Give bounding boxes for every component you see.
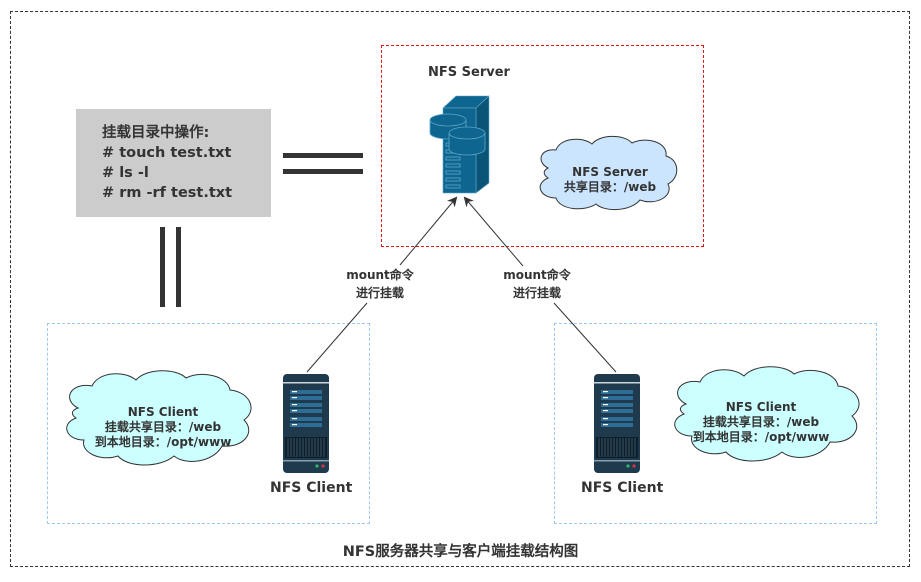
outer-frame (10, 11, 910, 567)
mount-label-right: mount命令 进行挂载 (497, 266, 577, 302)
server-cloud-text: NFS Server 共享目录：/web (556, 165, 664, 195)
server-cloud-share: 共享目录：/web (563, 180, 657, 194)
database-server-icon (429, 95, 490, 194)
client-cloud-left-title: NFS Client (127, 405, 199, 419)
tower-server-icon-left (283, 374, 329, 473)
tower-server-icon-right (594, 374, 640, 473)
command-touch: # touch test.txt (102, 145, 232, 161)
equals-sign-vertical (160, 227, 181, 307)
diagram-title: NFS服务器共享与客户端挂载结构图 (342, 544, 579, 560)
connector-left (306, 196, 458, 373)
client-cloud-right-local: 到本地目录：/opt/www (692, 430, 830, 444)
client-cloud-right-text: NFS Client 挂载共享目录：/web 到本地目录：/opt/www (676, 400, 846, 445)
client-zone-right (554, 323, 877, 524)
server-label: NFS Server (428, 65, 510, 80)
client-cloud-left-text: NFS Client 挂载共享目录：/web 到本地目录：/opt/www (78, 405, 248, 450)
client-zone-left (47, 323, 370, 524)
client-cloud-right-title: NFS Client (725, 400, 797, 414)
connector-right (463, 196, 617, 373)
client-cloud-left-share: 挂载共享目录：/web (104, 420, 222, 434)
client-cloud-right (674, 366, 860, 462)
server-zone (381, 45, 704, 247)
client-cloud-right-share: 挂载共享目录：/web (702, 415, 820, 429)
operations-heading: 挂载目录中操作: (102, 125, 210, 141)
client-cloud-left-local: 到本地目录：/opt/www (94, 435, 232, 449)
mount-label-left-line1: mount命令 (346, 268, 414, 282)
mount-label-left-line2: 进行挂载 (355, 286, 404, 300)
mount-label-right-line1: mount命令 (503, 268, 571, 282)
mount-label-right-line2: 进行挂载 (512, 286, 561, 300)
command-rm: # rm -rf test.txt (102, 185, 233, 201)
client-label-right: NFS Client (581, 480, 664, 496)
server-cloud (539, 135, 678, 210)
equals-sign-horizontal (283, 153, 363, 174)
server-cloud-title: NFS Server (572, 165, 648, 179)
command-ls: # ls -l (102, 165, 149, 181)
operations-box: 挂载目录中操作: # touch test.txt # ls -l # rm -… (76, 109, 271, 217)
mount-label-left: mount命令 进行挂载 (340, 266, 420, 302)
client-cloud-left (66, 370, 252, 466)
client-label-left: NFS Client (270, 480, 353, 496)
